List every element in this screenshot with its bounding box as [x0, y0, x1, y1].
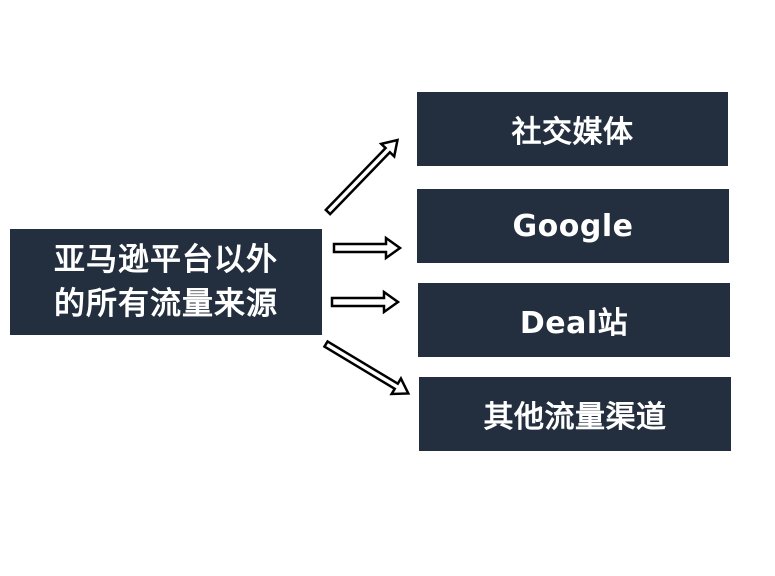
source-line-2: 的所有流量来源 — [54, 286, 278, 322]
target-box-deal-sites: Deal站 — [418, 283, 730, 357]
arrow-to-social-media — [324, 138, 400, 216]
target-label-other-channels: 其他流量渠道 — [483, 400, 667, 435]
source-box: 亚马逊平台以外 的所有流量来源 — [10, 229, 322, 335]
target-label-social-media: 社交媒体 — [511, 115, 634, 150]
arrow-to-google — [332, 235, 403, 261]
target-label-google: Google — [512, 208, 634, 244]
target-box-social-media: 社交媒体 — [417, 92, 728, 166]
arrow-to-deal-sites — [330, 289, 401, 315]
target-box-other-channels: 其他流量渠道 — [419, 377, 731, 451]
target-label-deal-sites: Deal站 — [519, 306, 629, 341]
arrow-to-other-channels — [322, 339, 411, 396]
target-box-google: Google — [417, 189, 729, 263]
source-line-1: 亚马逊平台以外 — [54, 242, 278, 278]
